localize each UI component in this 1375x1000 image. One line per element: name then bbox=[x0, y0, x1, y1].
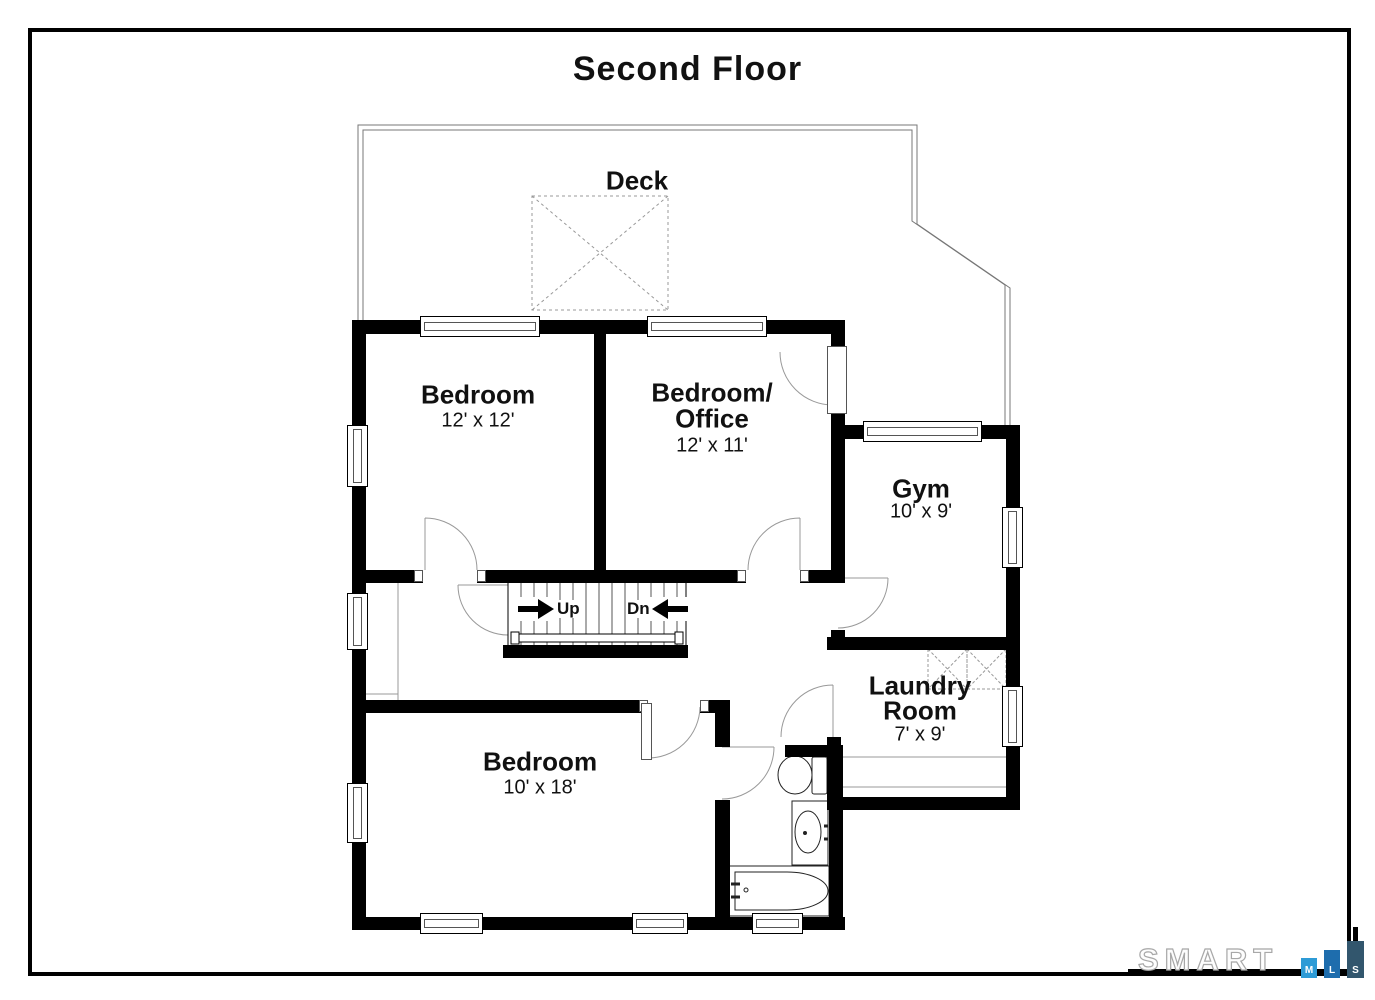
stair-handrail-cap-right bbox=[674, 631, 684, 645]
door-arcs bbox=[424, 351, 889, 800]
door-arc-bedroom-office bbox=[747, 517, 801, 571]
door-panel-deck bbox=[827, 346, 847, 414]
window bbox=[420, 316, 540, 337]
room-label-gym: Gym bbox=[892, 473, 950, 504]
wall bbox=[352, 583, 366, 930]
wall bbox=[594, 334, 606, 570]
room-dims-laundry: 7' x 9' bbox=[894, 723, 946, 746]
stair-handrail bbox=[514, 633, 680, 643]
door-jamb bbox=[414, 570, 423, 582]
logo-letter-l: L bbox=[1328, 965, 1336, 976]
bathtub-basin-icon bbox=[734, 871, 829, 911]
window bbox=[420, 913, 483, 934]
room-dims-bedroom-office: 12' x 11' bbox=[676, 434, 748, 457]
logo-brand-text: SMART bbox=[1137, 941, 1279, 977]
door-arc-hall-closet bbox=[457, 584, 509, 636]
wall bbox=[831, 412, 845, 570]
deck-railing bbox=[357, 124, 1011, 425]
wall bbox=[829, 745, 843, 930]
door-panel-bedroom-bottom bbox=[641, 703, 652, 760]
laundry-counter bbox=[841, 756, 1006, 788]
door-jamb bbox=[800, 570, 809, 582]
room-dims-gym: 10' x 9' bbox=[889, 500, 953, 523]
logo-block-m: M bbox=[1301, 958, 1317, 978]
door-jamb bbox=[737, 570, 746, 582]
logo-letter-s: S bbox=[1352, 965, 1359, 976]
door-jamb bbox=[700, 700, 709, 712]
door-arc-bedroom-top bbox=[424, 517, 478, 571]
door-arc-bedroom-bottom bbox=[645, 706, 701, 759]
toilet-tank-icon bbox=[811, 756, 828, 795]
stairs bbox=[507, 579, 692, 647]
down-arrow-icon bbox=[652, 599, 688, 619]
logo-stem bbox=[1353, 927, 1358, 943]
window bbox=[1002, 686, 1023, 747]
logo-block-s: S bbox=[1347, 941, 1364, 978]
window bbox=[752, 913, 803, 934]
hall-closet-wall bbox=[366, 583, 399, 700]
bathroom-fixtures bbox=[727, 755, 830, 917]
room-dims-bedroom-bottom: 10' x 18' bbox=[503, 776, 577, 799]
window bbox=[347, 593, 368, 650]
up-arrow-icon bbox=[518, 599, 554, 619]
door-arc-laundry bbox=[780, 684, 834, 738]
wall bbox=[831, 334, 845, 348]
window bbox=[1002, 507, 1023, 568]
wall bbox=[831, 570, 845, 580]
door-jamb bbox=[477, 570, 486, 582]
wall bbox=[503, 645, 688, 658]
door-arc-deck-door bbox=[779, 351, 834, 406]
room-label-bedroom-office-1: Bedroom/ bbox=[651, 377, 773, 408]
logo-baseline bbox=[1128, 969, 1360, 972]
room-label-bedroom-office-2: Office bbox=[675, 403, 749, 434]
logo-letter-m: M bbox=[1304, 965, 1314, 976]
wall bbox=[1006, 425, 1020, 810]
window bbox=[347, 425, 368, 487]
wall bbox=[831, 630, 845, 637]
wall bbox=[785, 745, 843, 757]
stairs-down-label: Dn bbox=[626, 599, 651, 618]
window bbox=[863, 421, 982, 442]
window bbox=[647, 316, 767, 337]
window bbox=[632, 913, 688, 934]
wall bbox=[352, 570, 423, 583]
room-label-laundry-2: Room bbox=[883, 695, 957, 726]
window bbox=[347, 783, 368, 843]
logo-block-l: L bbox=[1324, 950, 1340, 978]
wall bbox=[715, 800, 730, 930]
washer-dryer-icons bbox=[927, 648, 1007, 690]
wall bbox=[477, 570, 746, 583]
stair-handrail-cap-left bbox=[510, 631, 520, 645]
room-dims-bedroom-top: 12' x 12' bbox=[441, 409, 515, 432]
wall bbox=[827, 637, 1020, 650]
room-label-bedroom-bottom: Bedroom bbox=[482, 746, 598, 777]
deck-skylight bbox=[531, 195, 669, 311]
deck-label: Deck bbox=[605, 165, 669, 196]
sink-icon bbox=[794, 810, 822, 854]
wall bbox=[352, 700, 648, 713]
door-arc-bathroom bbox=[721, 746, 775, 800]
toilet-bowl-icon bbox=[777, 755, 813, 795]
page-border-frame bbox=[28, 28, 1351, 976]
stairs-up-label: Up bbox=[556, 599, 581, 618]
plan-title: Second Floor bbox=[572, 50, 803, 88]
room-label-laundry-1: Laundry bbox=[868, 670, 972, 701]
room-label-bedroom-top: Bedroom bbox=[420, 379, 536, 410]
wall bbox=[715, 707, 730, 747]
wall bbox=[827, 797, 1020, 810]
door-arc-gym bbox=[837, 577, 889, 629]
